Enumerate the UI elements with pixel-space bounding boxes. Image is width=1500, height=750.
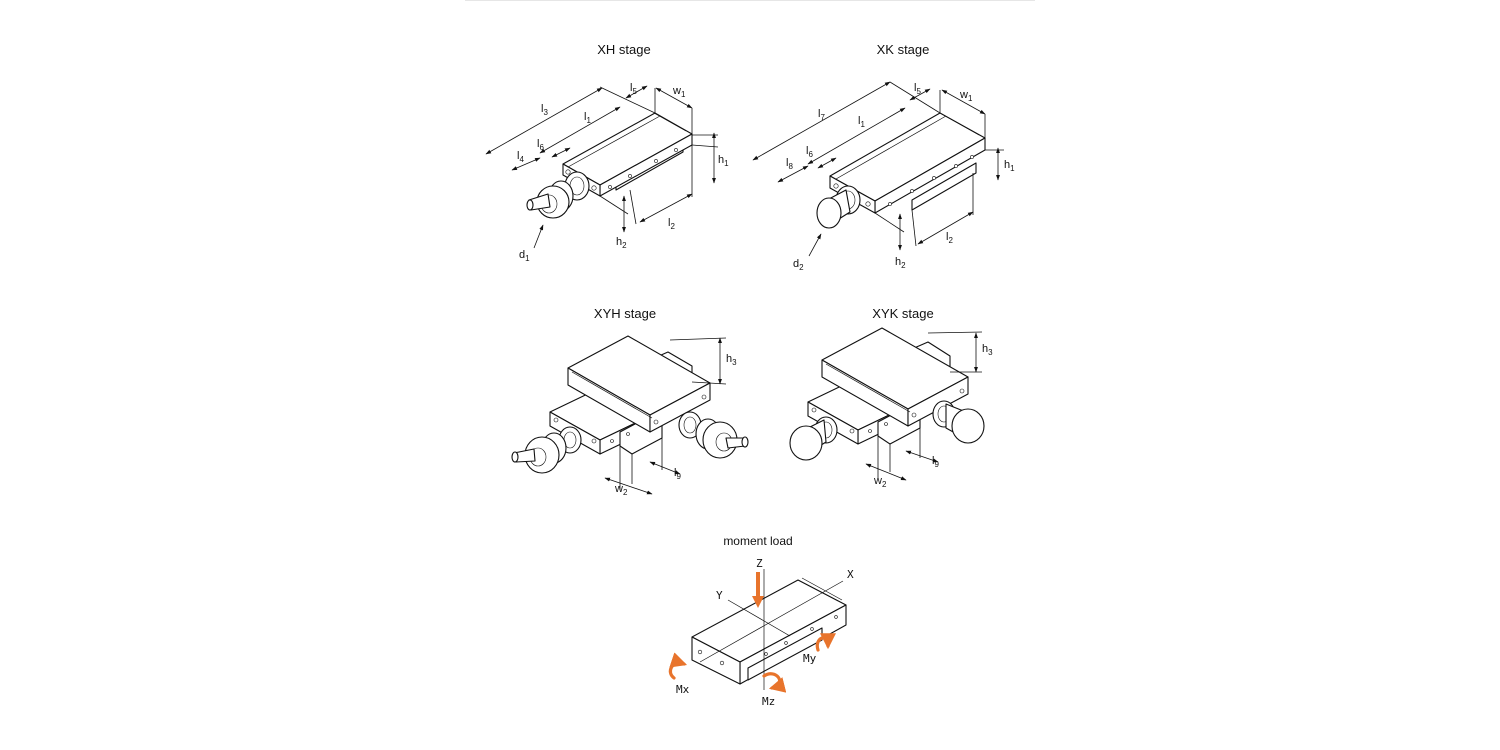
xh-l1-label: l1: [584, 111, 591, 125]
xk-l8-line: [777, 165, 809, 183]
xh-l3-label: l3: [541, 103, 548, 117]
xyk-w2-line: [865, 463, 907, 481]
xk-l5-label: l5: [914, 82, 921, 96]
xh-l2-line: [639, 193, 693, 223]
xk-l8-label: l8: [786, 157, 793, 171]
xh-h1-label: h1: [718, 154, 729, 168]
axis-x-label: X: [847, 568, 854, 581]
xh-l6-line: [551, 147, 571, 158]
xk-l6-line: [817, 157, 837, 169]
moment-front-face: [691, 636, 741, 685]
load-arrow-icon: [752, 572, 764, 608]
xh-end-plate: [653, 112, 687, 132]
xh-l5-label: l5: [630, 82, 637, 96]
x-axis-line: [699, 580, 844, 663]
xyk-h3-label: h3: [982, 343, 993, 357]
xh-l2-label: l2: [668, 217, 675, 231]
xh-d1-leader: [533, 224, 544, 249]
xyh-l9-label: l9: [674, 467, 681, 481]
xh-title: XH stage: [597, 42, 650, 57]
xyk-l9-label: l9: [932, 455, 939, 469]
xh-w1-label: w1: [672, 85, 686, 99]
xyh-stage: XYH stage: [511, 306, 749, 497]
xh-l5-line: [625, 85, 648, 99]
xyk-l9-line: [905, 450, 939, 463]
xk-d2-leader: [808, 233, 822, 257]
xyk-title: XYK stage: [872, 306, 933, 321]
xk-l2-line: [917, 211, 974, 245]
xk-knob-icon: [816, 197, 842, 229]
xh-stage: XH stage: [485, 42, 729, 263]
axis-z-label: Z: [756, 557, 763, 570]
xh-l6-label: l6: [537, 138, 544, 152]
moment-mx-label: Mx: [676, 683, 690, 696]
xk-h1-label: h1: [1004, 159, 1015, 173]
axis-y-label: Y: [716, 589, 723, 602]
xk-stage: XK stage l7 l1: [752, 42, 1015, 272]
moment-mz-label: Mz: [762, 695, 775, 708]
xh-l1-line: [539, 106, 621, 154]
xyh-w2-line: [604, 477, 653, 495]
xyh-l9-line: [649, 461, 681, 475]
xyh-title: XYH stage: [594, 306, 656, 321]
xk-l1-line: [807, 107, 906, 165]
xh-l4-label: l4: [517, 150, 524, 164]
moment-title: moment load: [723, 534, 792, 548]
xyk-stage: XYK stage h3 w2 l9: [789, 306, 993, 489]
xk-base-rail: [911, 162, 977, 211]
xk-l7-label: l7: [818, 108, 825, 122]
xk-w1-line: [941, 89, 986, 115]
y-axis-line: [727, 599, 791, 637]
xk-l2-label: l2: [946, 231, 953, 245]
xk-l1-label: l1: [858, 115, 865, 129]
moment-my-label: My: [803, 652, 817, 665]
moment-load: moment load Z Y X Mx My Mz: [668, 534, 854, 708]
xk-d2-label: d2: [793, 258, 804, 272]
xyk-knob-right-icon: [951, 408, 985, 444]
moment-my-icon: [815, 633, 836, 652]
moment-mx-icon: [668, 652, 688, 680]
xh-w1-line: [655, 87, 693, 109]
xyh-w2-label: w2: [614, 483, 628, 497]
xh-d1-label: d1: [519, 249, 530, 263]
moment-mz-icon: [762, 672, 787, 693]
xk-w1-label: w1: [959, 89, 973, 103]
top-divider: [465, 0, 1035, 1]
xk-l5-line: [909, 88, 931, 101]
xk-title: XK stage: [877, 42, 930, 57]
xh-l4-line: [511, 157, 541, 171]
xk-h2-label: h2: [895, 256, 906, 270]
xyk-w2-label: w2: [873, 475, 887, 489]
xk-l6-label: l6: [806, 145, 813, 159]
xh-h2-label: h2: [616, 236, 627, 250]
xyk-knob-left-icon: [789, 425, 823, 461]
xyh-h3-label: h3: [726, 353, 737, 367]
